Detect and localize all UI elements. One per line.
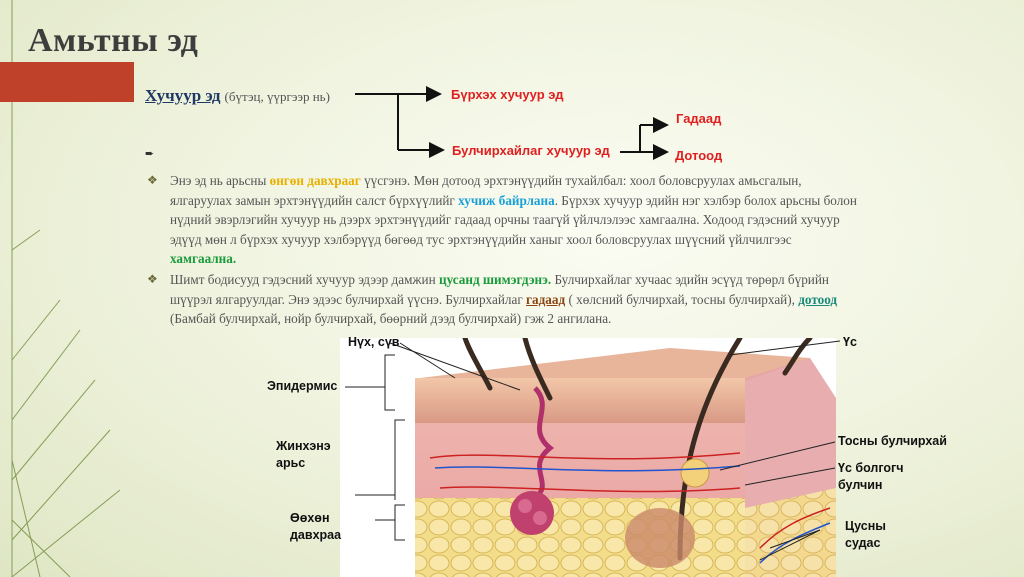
label-subcut-line1: Өөхөн [290, 511, 330, 525]
p1-text-1: Энэ эд нь арьсны [170, 173, 270, 188]
leaf-external: Гадаад [676, 111, 722, 126]
heading-sub: (бүтэц, үүргээр нь) [224, 89, 330, 104]
label-subcutaneous: Өөхөн давхраа [290, 510, 341, 544]
diamond-bullet-icon: ❖ [147, 173, 158, 187]
skin-illustration [415, 338, 836, 577]
p1-highlight-2: хучиж байрлана [458, 192, 555, 208]
branch-glandular: Булчирхайлаг хучуур эд [452, 143, 610, 158]
page-title: Амьтны эд [28, 22, 199, 59]
p2-highlight-1: цусанд шимэгдэнэ. [438, 272, 552, 287]
label-blood-vessel: Цусны судас [845, 518, 886, 552]
p2-text-2: Булчирхайлаг хучаас эдийн эсүүд төрөрл б… [170, 272, 829, 307]
branch-covering: Бүрхэх хучуур эд [451, 87, 564, 102]
accent-bar [0, 62, 134, 102]
heading-main: Хучуур эд [145, 86, 221, 105]
label-dermis-line1: Жинхэнэ [276, 439, 331, 453]
label-muscle-line1: Үс болгогч [838, 461, 904, 475]
p1-text-3: . Бүрхэх хучуур эдийн нэг хэлбэр болох а… [170, 192, 857, 247]
p1-text-2: үүсгэнэ. Мөн дотоод эрхтэнүүдийн тухайлб… [170, 173, 802, 208]
label-vessel-line2: судас [845, 536, 881, 550]
leaf-internal: Дотоод [675, 148, 723, 163]
p1-highlight-3: хамгаална. [170, 251, 237, 266]
label-pore: Нүх, сүв [348, 335, 400, 349]
skin-cross-section-figure [340, 338, 836, 577]
p2-text-3: ( хөлсний булчирхай, тосны булчирхай), [565, 291, 799, 307]
p2-highlight-3: дотоод [798, 291, 838, 307]
label-vessel-line1: Цусны [845, 519, 886, 533]
p2-text-1: Шимт бодисууд гэдэсний хучуур эдээр дамж… [170, 272, 439, 287]
paragraph-covering: Энэ эд нь арьсны өнгөн давхрааг үүсгэнэ.… [170, 171, 860, 269]
label-arrector-muscle: Үс болгогч булчин [838, 460, 904, 494]
label-dermis: Жинхэнэ арьс [276, 438, 331, 472]
arrow-bullet-icon: ➨ [145, 148, 155, 160]
p2-highlight-2: гадаад [526, 291, 566, 307]
diamond-bullet-icon: ❖ [147, 272, 158, 286]
p2-text-4: (Бамбай булчирхай, нойр булчирхай, бөөрн… [170, 311, 612, 326]
section-heading: Хучуур эд (бүтэц, үүргээр нь) [145, 86, 330, 106]
label-epidermis: Эпидермис [267, 379, 338, 393]
label-sebaceous-gland: Тосны булчирхай [838, 434, 947, 448]
label-subcut-line2: давхраа [290, 528, 342, 542]
label-muscle-line2: булчин [838, 478, 883, 492]
paragraph-glandular: Шимт бодисууд гэдэсний хучуур эдээр дамж… [170, 270, 860, 329]
label-dermis-line2: арьс [276, 456, 306, 470]
p1-highlight-1: өнгөн давхрааг [269, 173, 361, 188]
label-hair: Үс [843, 335, 857, 349]
